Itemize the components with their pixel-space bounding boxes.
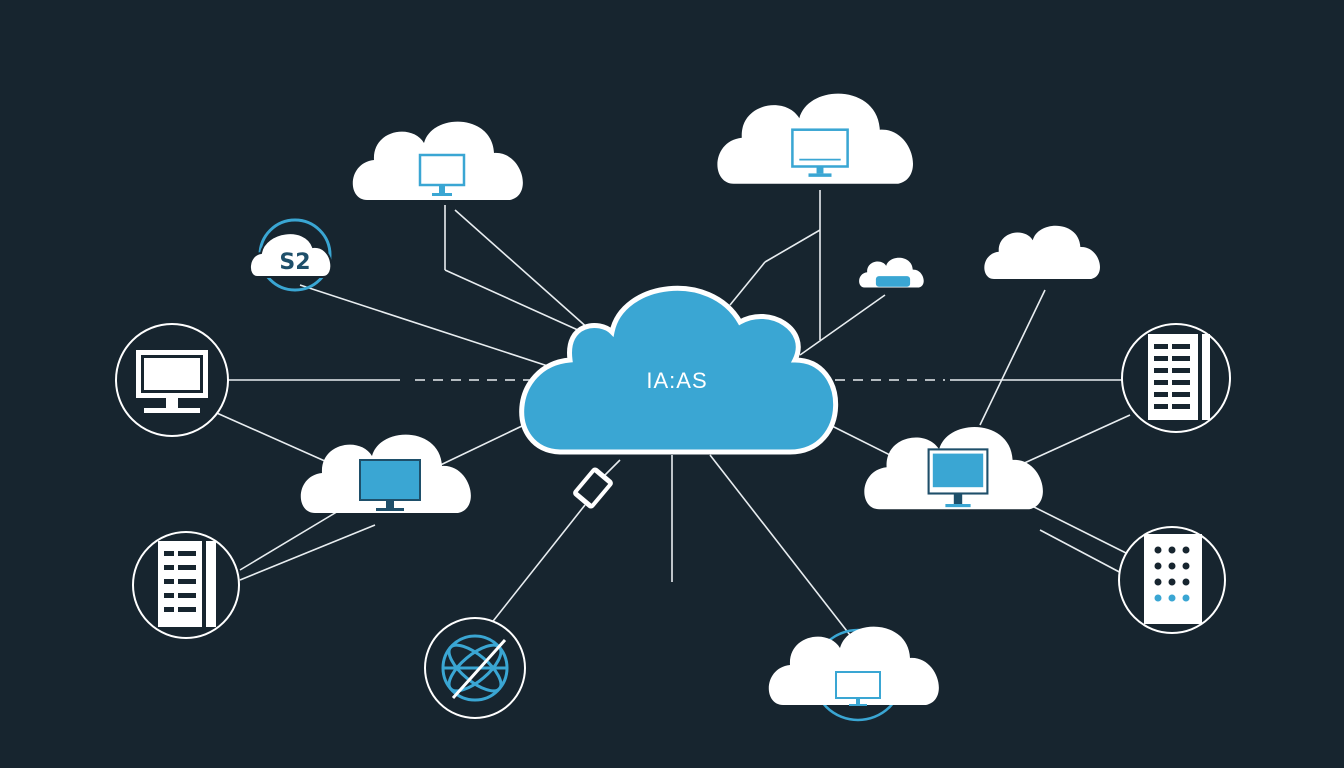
hub-cloud: IA:AS	[519, 285, 839, 455]
circle-server-bottom-left	[132, 531, 240, 639]
circle-globe-bottom	[424, 617, 526, 719]
monitor-icon	[927, 448, 989, 508]
cloud-monitor-bottom	[768, 626, 939, 722]
cloud-plain-right	[984, 225, 1100, 279]
cloud-icon	[875, 276, 911, 287]
monitor-icon	[835, 671, 881, 706]
cloud-icon	[984, 225, 1100, 279]
monitor-icon	[418, 153, 466, 196]
connector	[829, 424, 901, 461]
hub-cloud-shape	[519, 285, 839, 455]
cloud-badge-label: S2	[279, 250, 310, 275]
connector	[709, 454, 851, 636]
connector	[1019, 414, 1131, 466]
connector	[489, 504, 586, 626]
connector	[239, 524, 376, 581]
connection-lines	[209, 190, 1131, 636]
monitor-icon	[791, 128, 849, 177]
cloud-monitor-mid-right	[864, 426, 1043, 510]
connector	[1039, 529, 1126, 576]
monitor-icon	[136, 350, 208, 413]
hub-label: IA:AS	[646, 368, 707, 393]
server-rack-icon	[1148, 334, 1210, 420]
circle-server-right	[1121, 323, 1231, 433]
connector	[764, 229, 821, 263]
tablet-icon-node	[573, 467, 613, 509]
small-cloud-right	[859, 257, 924, 288]
cloud-monitor-top-left	[352, 121, 523, 200]
connector	[604, 459, 621, 476]
server-rack-icon	[158, 541, 216, 627]
connector	[209, 409, 346, 471]
globe-icon	[441, 634, 509, 702]
server-dots-icon	[1144, 534, 1202, 624]
connector	[239, 509, 341, 571]
cloud-monitor-top-right	[717, 93, 913, 184]
connector	[729, 261, 766, 306]
tablet-icon	[573, 467, 613, 509]
connector	[444, 269, 601, 341]
connector	[1029, 504, 1131, 556]
circle-server-bottom-right	[1118, 526, 1226, 634]
circle-monitor-left	[115, 323, 229, 437]
cloud-badge-s2: S2	[249, 218, 333, 292]
connector	[979, 289, 1046, 426]
connector	[799, 294, 886, 356]
connector	[454, 209, 591, 331]
cloud-monitor-mid-left	[300, 434, 471, 513]
monitor-icon	[359, 459, 421, 511]
connector	[299, 284, 561, 371]
